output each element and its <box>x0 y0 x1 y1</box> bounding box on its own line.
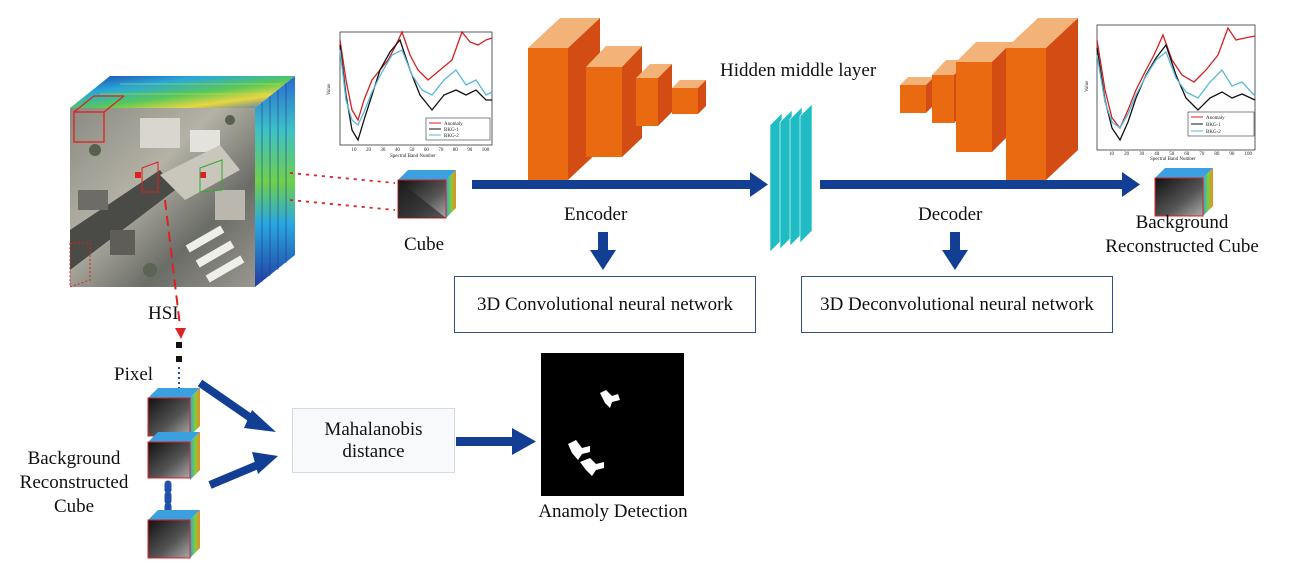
mahalanobis-box: Mahalanobis distance <box>292 408 455 473</box>
anomaly-detection-label: Anamoly Detection <box>538 501 688 522</box>
x-tick-label: 20 <box>1124 152 1130 157</box>
link-line-top <box>289 172 396 184</box>
plot-ylabel: Value <box>327 83 332 95</box>
spectral-plot-right: Anomaly BKG-1 BKG-2 Value Spectral Band … <box>1085 24 1256 162</box>
decoder-label: Decoder <box>918 204 983 225</box>
spectral-plot-top: Anomaly BKG-1 BKG-2 Value Spectral Band … <box>327 30 493 159</box>
bg-cube-left-label-2: Reconstructed <box>19 472 129 493</box>
encoder-blocks <box>528 18 706 180</box>
legend-bkg1-right: BKG-1 <box>1206 123 1221 128</box>
legend-bkg2-right: BKG-2 <box>1206 130 1221 135</box>
bg-cube-top-label-1: Background <box>1135 212 1229 233</box>
x-tick-label: 60 <box>424 148 430 153</box>
legend-bkg2: BKG-2 <box>444 134 459 139</box>
legend-anomaly-right: Anomaly <box>1206 116 1225 121</box>
deconv-network-box: 3D Deconvolutional neural network <box>801 276 1113 333</box>
input-cube <box>397 170 456 219</box>
deconv-network-label: 3D Deconvolutional neural network <box>820 293 1094 315</box>
plot-xlabel-right: Spectral Band Number <box>1150 157 1196 162</box>
mahalanobis-label-2: distance <box>342 440 405 462</box>
conv-network-label: 3D Convolutional neural network <box>477 293 733 315</box>
mahalanobis-label-1: Mahalanobis <box>324 418 423 440</box>
main-arrows <box>197 172 1140 489</box>
pixel-cube-1 <box>147 388 200 437</box>
x-tick-label: 80 <box>453 148 459 153</box>
x-tick-label: 90 <box>1229 152 1235 157</box>
x-tick-label: 50 <box>1169 152 1175 157</box>
x-tick-label: 10 <box>351 148 357 153</box>
satellite-texture <box>70 115 245 283</box>
x-tick-label: 90 <box>467 148 473 153</box>
x-tick-label: 80 <box>1214 152 1220 157</box>
hsi-cube <box>69 76 295 288</box>
plot-ylabel-right: Value <box>1085 80 1090 92</box>
cube-label: Cube <box>404 234 445 255</box>
x-tick-label: 100 <box>1244 152 1252 157</box>
hidden-layer-planes <box>769 103 813 253</box>
x-tick-label: 10 <box>1109 152 1115 157</box>
x-tick-label: 40 <box>395 148 401 153</box>
output-cube <box>1154 168 1213 217</box>
pixel-cube-3 <box>147 510 200 559</box>
pixel-dashed-arrow <box>164 199 181 327</box>
pixel-dots <box>176 342 182 388</box>
anomaly-map <box>541 353 684 496</box>
x-tick-label: 70 <box>1199 152 1205 157</box>
link-line-bottom <box>289 199 396 211</box>
plot-xlabel: Spectral Band Number <box>390 154 436 159</box>
legend-bkg1: BKG-1 <box>444 128 459 133</box>
bg-cube-left-label-3: Cube <box>53 496 95 517</box>
bg-cube-left-label-1: Background <box>27 448 121 469</box>
conv-network-box: 3D Convolutional neural network <box>454 276 756 333</box>
legend-anomaly: Anomaly <box>444 122 463 127</box>
hidden-layer-label: Hidden middle layer <box>720 60 877 81</box>
x-tick-label: 30 <box>1139 152 1145 157</box>
hsi-cube-side <box>255 76 295 287</box>
bg-cube-top-label-2: Reconstructed Cube <box>1105 236 1259 257</box>
pixel-arrow-head <box>175 328 186 339</box>
hsi-label: HSI <box>148 303 179 324</box>
x-tick-label: 60 <box>1184 152 1190 157</box>
encoder-label: Encoder <box>564 204 628 225</box>
x-tick-label: 30 <box>380 148 386 153</box>
x-tick-label: 100 <box>482 148 490 153</box>
pixel-cube-2 <box>147 432 200 480</box>
x-tick-label: 40 <box>1154 152 1160 157</box>
x-tick-label: 20 <box>366 148 372 153</box>
decoder-blocks <box>900 18 1078 180</box>
x-tick-label: 50 <box>409 148 415 153</box>
x-tick-label: 70 <box>438 148 444 153</box>
pixel-label: Pixel <box>114 364 154 385</box>
